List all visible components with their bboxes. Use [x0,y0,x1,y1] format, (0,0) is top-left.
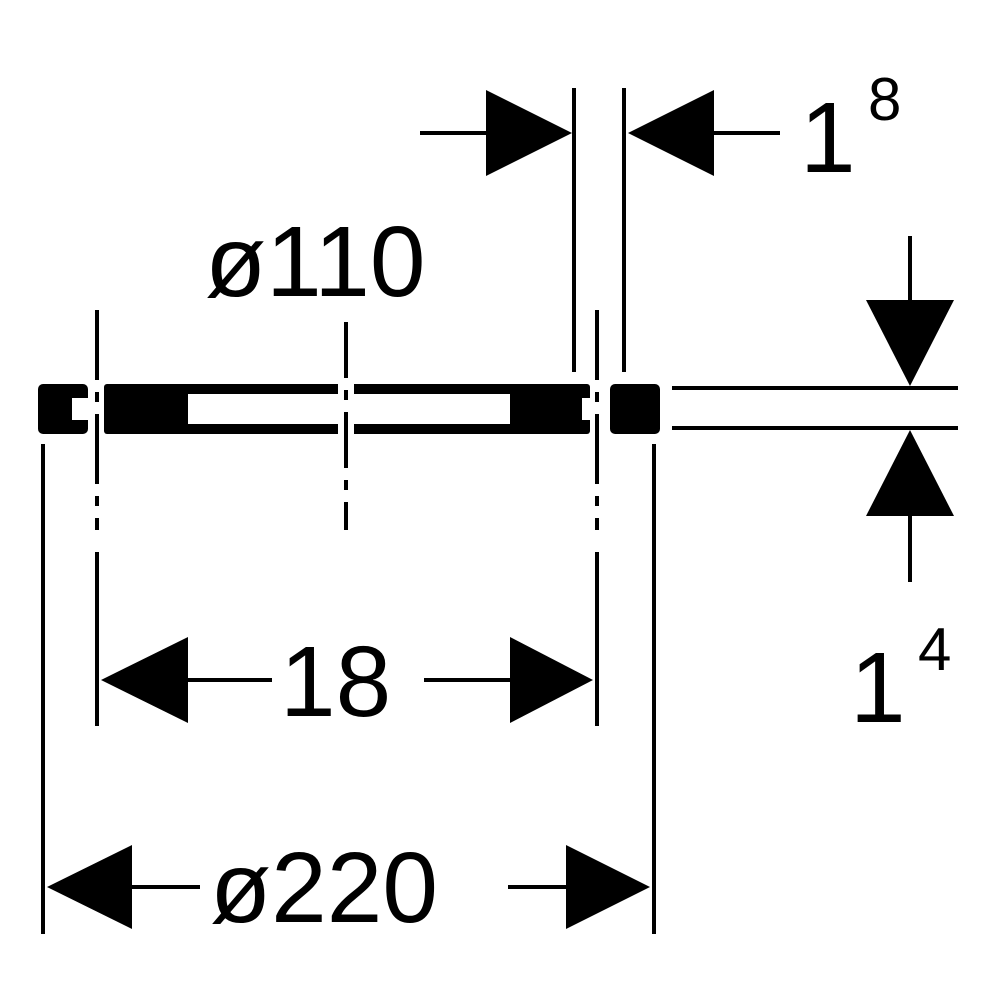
dimension-top-thickness: 1 8 [420,66,901,372]
dimension-side-thickness: 1 4 [672,236,958,744]
dimension-label-width: 18 [280,626,391,738]
gasket-gap-center [338,384,354,434]
gasket-left-notch [72,398,88,420]
arrowhead-top-right [628,90,714,176]
dimension-label-top-superscript: 8 [868,66,901,133]
arrowhead-side-bottom [866,430,954,516]
gasket-gap-left [88,384,104,434]
arrowhead-outer-left [47,845,132,929]
gasket-gap-right [590,384,610,434]
dimension-label-side-superscript: 4 [918,616,951,683]
arrowhead-top-left [486,90,572,176]
arrowhead-width-left [101,637,188,723]
dimension-label-side-base: 1 [850,632,906,744]
gasket-left-end [38,384,88,434]
dimension-label-outer-diameter: ø220 [210,832,438,944]
dimension-outer-diameter: ø220 [41,444,656,944]
gasket-section [38,384,660,434]
center-lines [95,310,599,530]
dimension-width: 18 [95,552,599,738]
arrowhead-outer-right [566,845,650,929]
gasket-right-end [610,384,660,434]
dimension-label-top-base: 1 [800,82,856,194]
dimension-label-inner-diameter: ø110 [205,206,426,318]
arrowhead-side-top [866,300,954,386]
arrowhead-width-right [510,637,593,723]
